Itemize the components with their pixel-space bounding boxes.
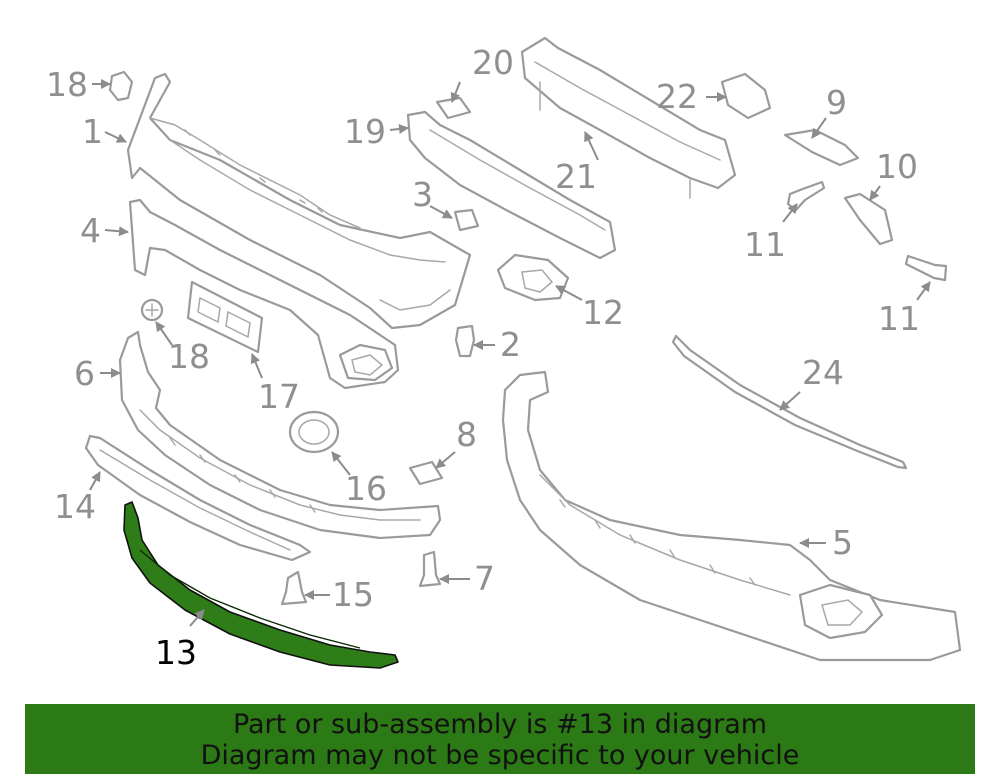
callout-7: 7 [474,559,495,598]
callout-3: 3 [412,175,433,214]
parts-diagram: 18 1 4 6 14 13 15 7 16 8 18 17 2 3 19 20… [46,36,962,672]
callout-22: 21 [555,157,597,196]
part-5-lower-bumper [501,370,962,662]
info-banner: Part or sub-assembly is #13 in diagram D… [25,704,975,774]
callout-17: 17 [258,377,300,416]
part-7-bolt [418,550,442,588]
callout-5: 5 [832,523,853,562]
part-15-clip [280,570,308,606]
part-2-screw [454,324,476,358]
part-3-clip [453,208,480,232]
callout-15: 15 [332,575,374,614]
part-11-screw-a [786,180,826,212]
callout-19: 18 [46,65,88,104]
callout-24: 24 [802,353,844,392]
part-20-absorber [406,110,617,260]
part-21-nut [435,96,472,120]
callout-14: 14 [54,487,96,526]
callout-12: 12 [582,293,624,332]
callout-9: 9 [826,83,847,122]
callout-20: 19 [344,112,386,151]
part-22-bar [520,36,737,199]
part-9-bracket [783,128,860,167]
callout-21: 20 [472,43,514,82]
callout-11-b: 11 [878,299,920,338]
callout-18: 18 [168,337,210,376]
part-14-strip [84,434,312,562]
banner-line-1: Part or sub-assembly is #13 in diagram [232,709,768,740]
callout-4: 4 [80,211,101,250]
part-16-cap [288,410,340,454]
part-8-nut [408,460,444,486]
callout-11-a: 11 [744,225,786,264]
callout-8: 8 [456,415,477,454]
banner-line-2: Diagram may not be specific to your vehi… [200,740,800,771]
callout-16: 16 [345,469,387,508]
callout-2: 2 [500,325,521,364]
callout-10: 10 [876,147,918,186]
part-10-bracket [843,192,894,246]
callout-23: 22 [656,77,698,116]
part-23-bracket [720,72,772,120]
part-12-fog-bracket [496,253,570,302]
part-17-bracket [186,280,264,354]
callout-6: 6 [74,354,95,393]
part-4-panel [128,198,400,390]
part-11-screw-b [904,254,948,282]
part-24-strip [671,334,908,470]
callout-1: 1 [82,112,103,151]
callout-13: 13 [155,633,197,672]
part-6-lower-grille [118,330,442,540]
part-18-screw [140,298,164,322]
leader-lines [89,79,931,627]
callouts: 18 1 4 6 14 13 15 7 16 8 18 17 2 3 19 20… [46,43,920,672]
part-1-upper-cover [126,72,472,330]
part-19-clip [108,70,134,102]
part-13-trim-highlighted [123,501,399,669]
